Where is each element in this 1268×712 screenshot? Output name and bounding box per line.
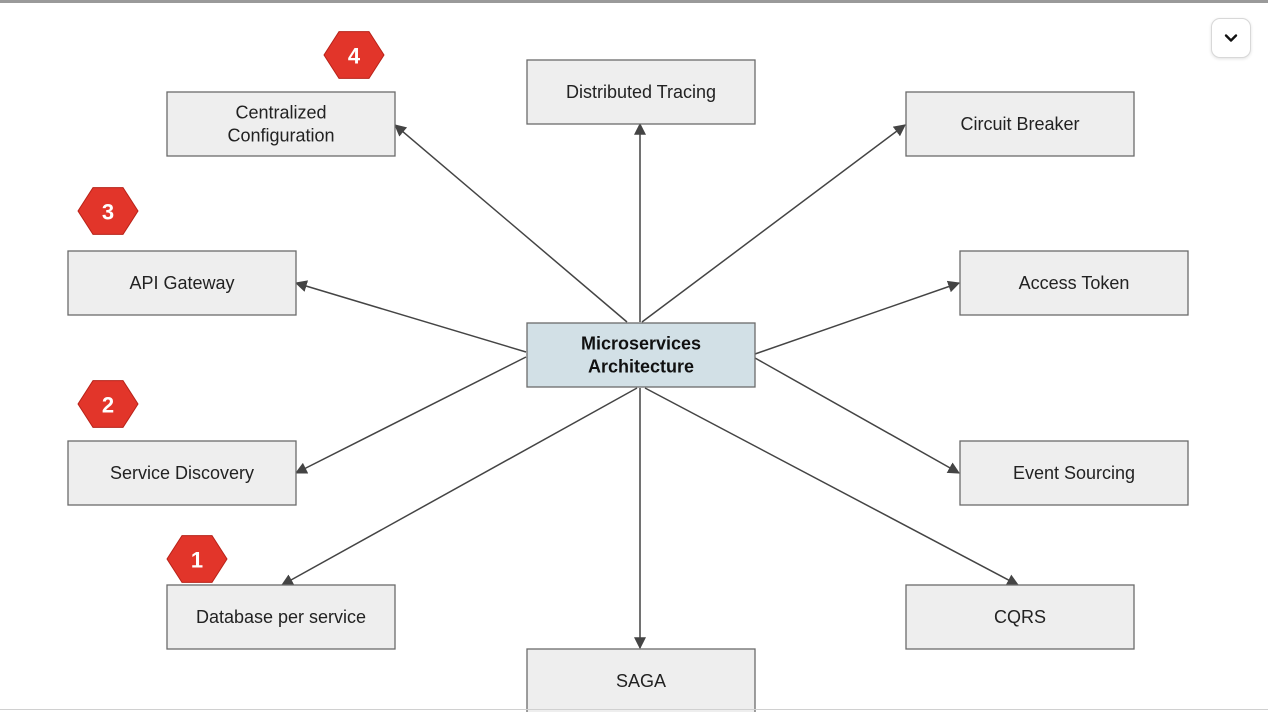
node-box bbox=[526, 322, 756, 388]
badge-number: 4 bbox=[348, 44, 361, 69]
badges: 4 3 2 1 bbox=[77, 31, 385, 583]
badge-1: 1 bbox=[166, 535, 228, 583]
node-label: Configuration bbox=[227, 126, 334, 146]
node-access-token: Access Token bbox=[959, 250, 1189, 316]
node-label: Database per service bbox=[196, 607, 366, 627]
node-box bbox=[526, 648, 756, 712]
edge-to-service-discovery bbox=[294, 356, 527, 474]
badge-3: 3 bbox=[77, 187, 139, 235]
node-distributed-tracing: Distributed Tracing bbox=[526, 59, 756, 125]
badge-number: 1 bbox=[191, 548, 203, 573]
badge-hexagon bbox=[323, 31, 385, 79]
edge-to-centralized-configuration bbox=[394, 124, 628, 323]
node-label: SAGA bbox=[616, 671, 666, 691]
badge-number: 2 bbox=[102, 393, 114, 418]
badge-number: 3 bbox=[102, 200, 114, 225]
node-label: Event Sourcing bbox=[1013, 463, 1135, 483]
node-database-per-service: Database per service bbox=[166, 584, 396, 650]
node-box bbox=[526, 59, 756, 125]
badge-hexagon bbox=[166, 535, 228, 583]
node-box bbox=[166, 91, 396, 157]
node-box bbox=[166, 584, 396, 650]
node-api-gateway: API Gateway bbox=[67, 250, 297, 316]
edge-to-access-token bbox=[754, 280, 961, 355]
node-box bbox=[959, 250, 1189, 316]
edge-to-database-per-service bbox=[280, 387, 638, 586]
collapse-button[interactable] bbox=[1211, 18, 1251, 58]
node-label: Access Token bbox=[1019, 273, 1130, 293]
edge-to-api-gateway bbox=[294, 280, 527, 353]
node-box bbox=[905, 91, 1135, 157]
node-box bbox=[67, 250, 297, 316]
edge-to-event-sourcing bbox=[754, 357, 961, 474]
node-label: API Gateway bbox=[129, 273, 234, 293]
node-event-sourcing: Event Sourcing bbox=[959, 440, 1189, 506]
node-label: Microservices bbox=[581, 334, 701, 354]
bottom-rule bbox=[0, 709, 1268, 710]
node-label: Circuit Breaker bbox=[960, 114, 1079, 134]
top-rule bbox=[0, 0, 1268, 3]
badge-4: 4 bbox=[323, 31, 385, 79]
node-label: Service Discovery bbox=[110, 463, 254, 483]
edge-to-circuit-breaker bbox=[641, 124, 906, 323]
node-label: Centralized bbox=[235, 103, 326, 123]
edges bbox=[280, 122, 1020, 650]
edge-to-cqrs bbox=[644, 387, 1020, 586]
node-label: Distributed Tracing bbox=[566, 82, 716, 102]
node-box bbox=[959, 440, 1189, 506]
node-service-discovery: Service Discovery bbox=[67, 440, 297, 506]
node-box bbox=[67, 440, 297, 506]
chevron-down-icon bbox=[1224, 34, 1238, 42]
node-cqrs: CQRS bbox=[905, 584, 1135, 650]
node-box bbox=[905, 584, 1135, 650]
node-saga: SAGA bbox=[526, 648, 756, 712]
node-label: Architecture bbox=[588, 357, 694, 377]
node-circuit-breaker: Circuit Breaker bbox=[905, 91, 1135, 157]
badge-2: 2 bbox=[77, 380, 139, 428]
badge-hexagon bbox=[77, 187, 139, 235]
badge-hexagon bbox=[77, 380, 139, 428]
node-label: CQRS bbox=[994, 607, 1046, 627]
